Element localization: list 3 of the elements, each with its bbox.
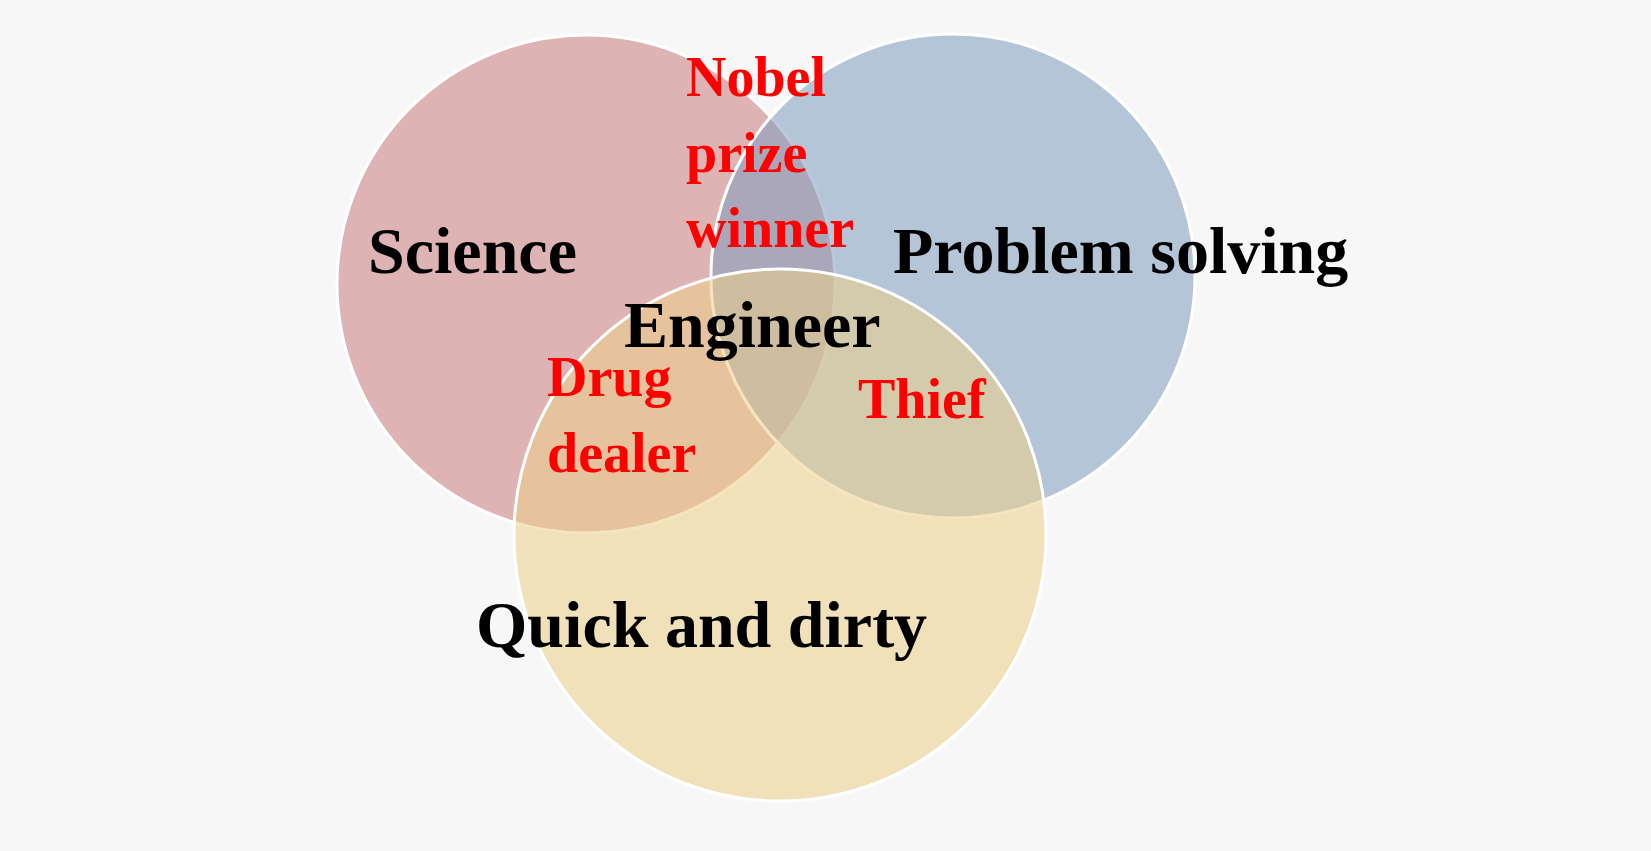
- overlap-label: Nobel prize winner: [686, 45, 855, 262]
- overlap-label: Thief: [858, 367, 988, 432]
- set-label: Science: [368, 218, 577, 284]
